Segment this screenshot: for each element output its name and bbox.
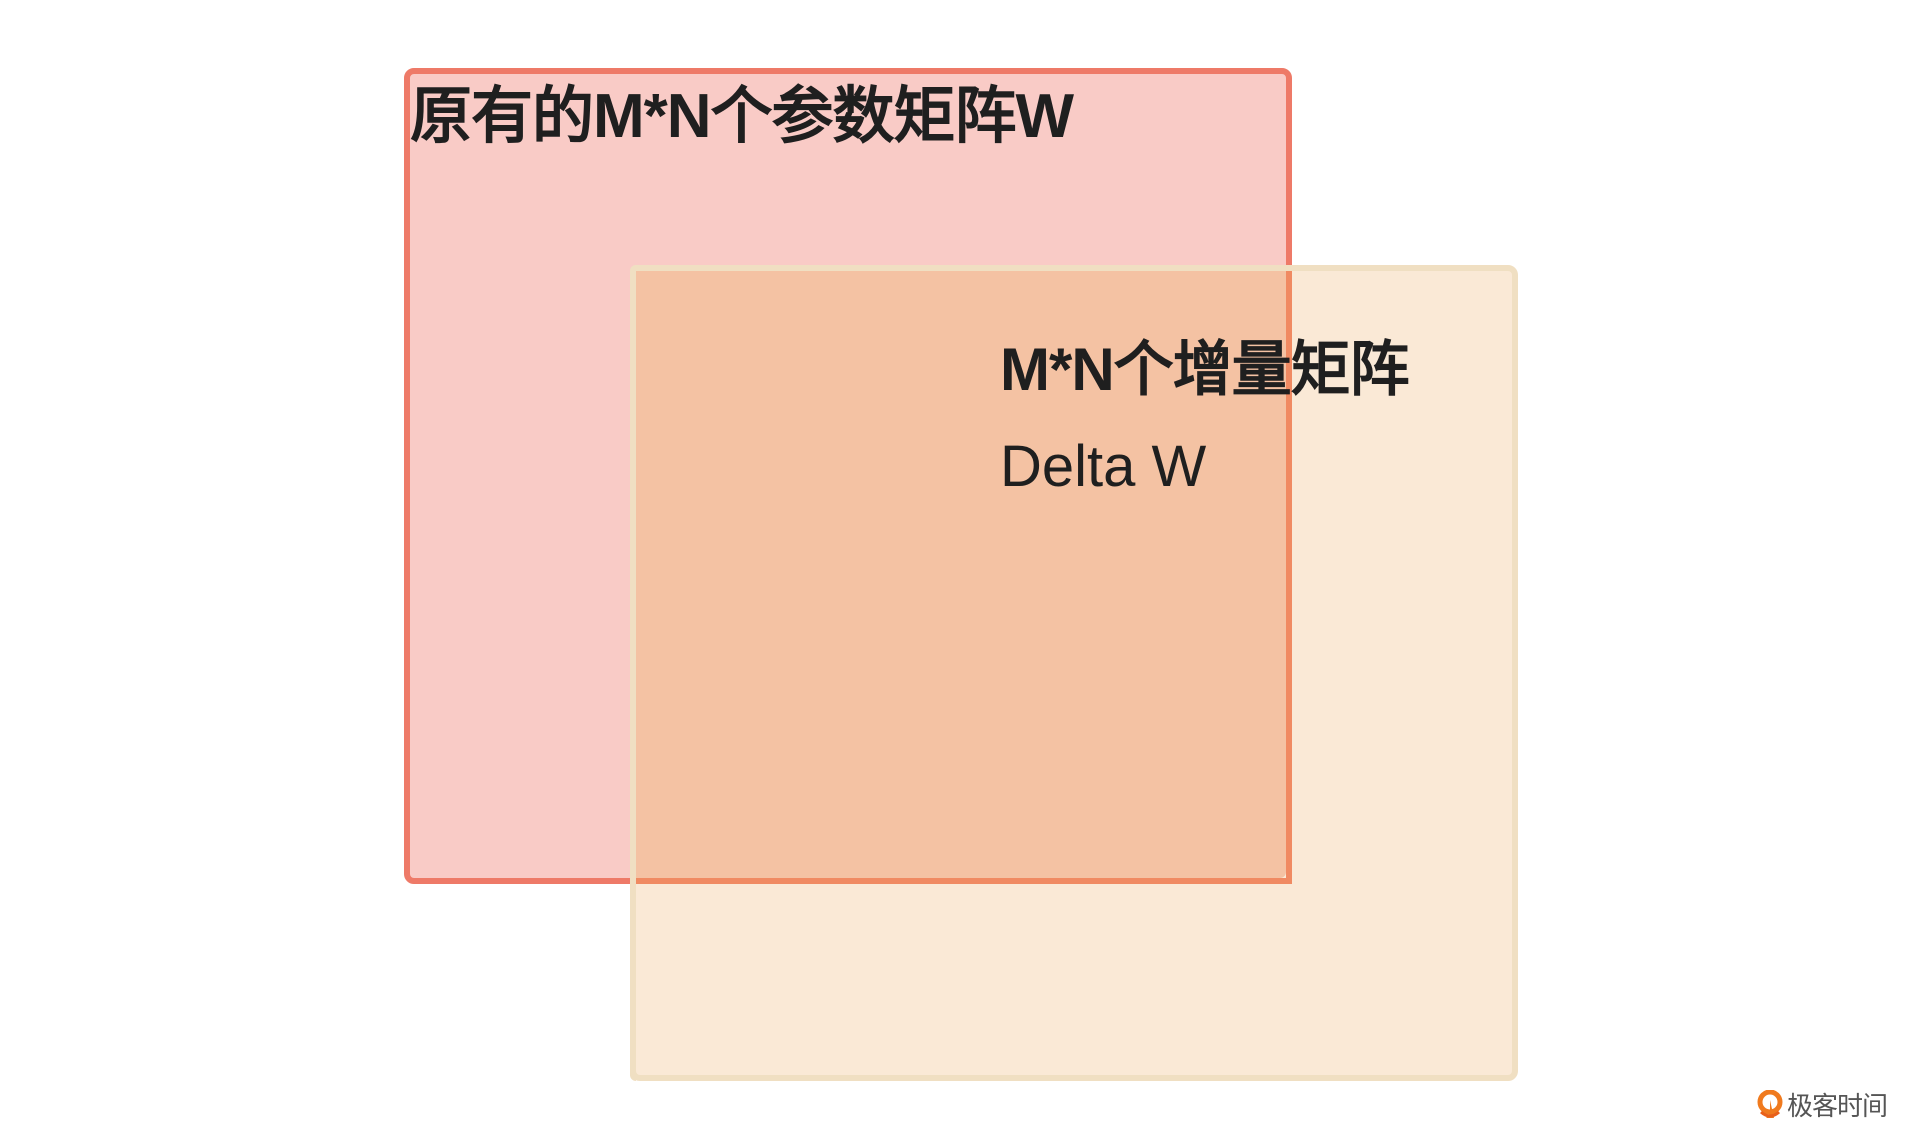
delta-matrix-left-edge <box>630 265 636 1081</box>
delta-matrix-top-edge <box>630 265 1292 271</box>
overlap-right-edge <box>1286 271 1292 884</box>
matrix-overlap-region <box>636 271 1286 878</box>
overlap-bottom-edge <box>636 878 1292 884</box>
brand-name: 极客时间 <box>1787 1092 1888 1122</box>
delta-matrix-subtitle: Delta W <box>1000 434 1207 499</box>
original-matrix-label: 原有的M*N个参数矩阵W <box>410 82 1074 151</box>
delta-matrix-title: M*N个增量矩阵 <box>1000 336 1410 403</box>
geektime-logo-icon <box>1757 1089 1783 1120</box>
brand-watermark: 极客时间 <box>1757 1086 1888 1123</box>
